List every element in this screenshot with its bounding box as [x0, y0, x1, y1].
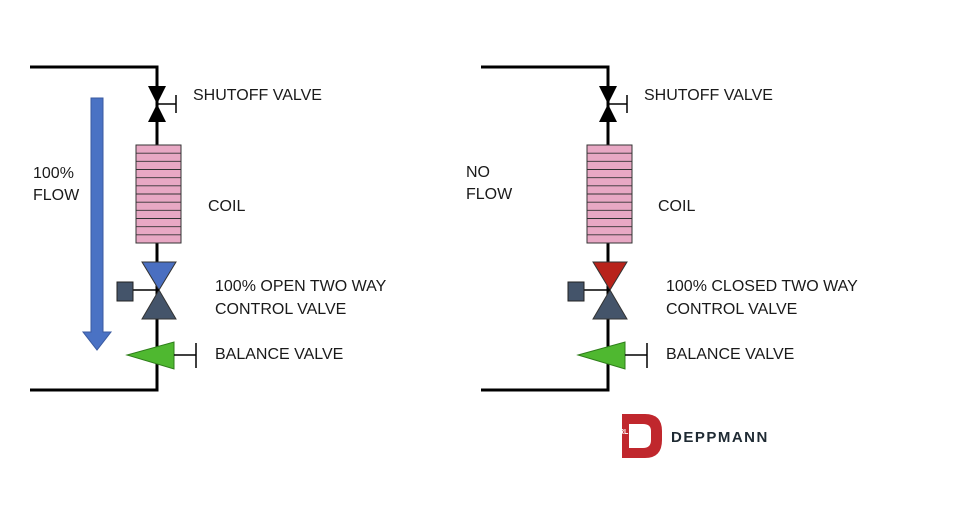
flow-label-line2: FLOW: [466, 186, 513, 203]
logo-d-mark: [622, 414, 662, 458]
deppmann-logo: RL DEPPMANN: [619, 414, 769, 458]
coil-label: COIL: [208, 198, 245, 215]
flow-label-line2: FLOW: [33, 187, 80, 204]
balance-valve-icon: [125, 341, 197, 370]
control-valve-bottom-icon: [141, 289, 177, 320]
coil-icon: [135, 144, 182, 244]
balance-valve-icon: [576, 341, 648, 370]
control-valve-label-line1: 100% CLOSED TWO WAY: [666, 278, 858, 295]
left-panel: 100% FLOW SHUTOFF VALVE COIL 100% OPEN T…: [30, 65, 387, 392]
actuator-icon: [116, 281, 134, 302]
balance-valve-label: BALANCE VALVE: [215, 346, 343, 363]
control-valve-label-line2: CONTROL VALVE: [215, 301, 346, 318]
control-valve-top-icon: [592, 261, 628, 291]
logo-monogram: RL: [619, 429, 629, 436]
actuator-icon: [567, 281, 585, 302]
flow-label-line1: NO: [466, 164, 490, 181]
shutoff-valve-icon: [599, 86, 628, 122]
control-valve-icon: [116, 261, 177, 320]
control-valve-top-icon: [141, 261, 177, 291]
coil-label: COIL: [658, 198, 695, 215]
right-panel: NO FLOW SHUTOFF VALVE COIL 100% CLOSED T…: [466, 65, 858, 392]
flow-arrow: [81, 97, 113, 351]
shutoff-valve-label: SHUTOFF VALVE: [644, 87, 773, 104]
shutoff-valve-icon: [148, 86, 177, 122]
control-valve-icon: [567, 261, 628, 320]
control-valve-bottom-icon: [592, 289, 628, 320]
control-valve-label-line1: 100% OPEN TWO WAY: [215, 278, 387, 295]
control-valve-label-line2: CONTROL VALVE: [666, 301, 797, 318]
balance-valve-label: BALANCE VALVE: [666, 346, 794, 363]
coil-icon: [586, 144, 633, 244]
flow-label-line1: 100%: [33, 165, 74, 182]
logo-brand-text: DEPPMANN: [671, 429, 769, 446]
shutoff-valve-label: SHUTOFF VALVE: [193, 87, 322, 104]
